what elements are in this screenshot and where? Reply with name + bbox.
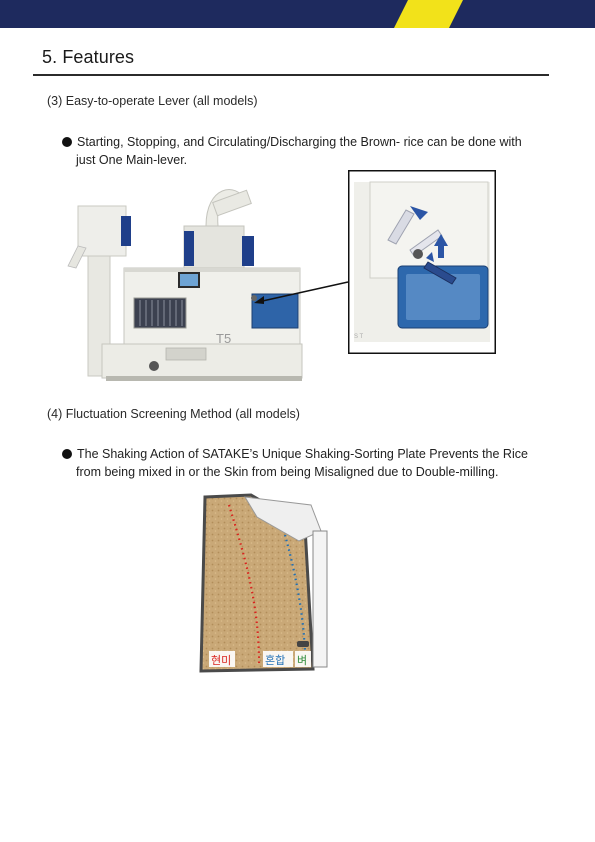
lever-bullet-line1: Starting, Stopping, and Circulating/Disc… — [77, 135, 522, 149]
sorting-plate-photo: 현미 혼합 벼 — [199, 491, 333, 675]
zone-label-paddy: 벼 — [297, 654, 307, 667]
header-band-navy — [0, 0, 595, 28]
machine-model-label: T5 — [216, 331, 231, 346]
machine-photo: T5 — [67, 189, 303, 381]
screening-bullet: The Shaking Action of SATAKE’s Unique Sh… — [62, 445, 552, 481]
zone-label-mixed: 혼합 — [265, 654, 285, 667]
section-title: 5. Features — [42, 47, 135, 67]
pointer-arrow — [254, 281, 349, 304]
bullet-icon — [62, 449, 72, 459]
header-band — [0, 0, 595, 28]
svg-text:S T: S T — [354, 334, 364, 340]
bullet-icon — [62, 137, 72, 147]
screening-heading: (4) Fluctuation Screening Method (all mo… — [47, 407, 300, 421]
title-divider — [33, 74, 549, 76]
screening-bullet-line2: from being mixed in or the Skin from bei… — [76, 465, 499, 479]
lever-heading: (3) Easy-to-operate Lever (all models) — [47, 94, 258, 108]
lever-bullet: Starting, Stopping, and Circulating/Disc… — [62, 133, 552, 169]
zone-label-brown-rice: 현미 — [211, 654, 231, 667]
screening-bullet-line1: The Shaking Action of SATAKE’s Unique Sh… — [77, 447, 528, 461]
header-accent-stripe — [394, 0, 463, 28]
lever-bullet-line2: just One Main-lever. — [76, 153, 188, 167]
lever-closeup-inset: S T — [348, 170, 496, 354]
